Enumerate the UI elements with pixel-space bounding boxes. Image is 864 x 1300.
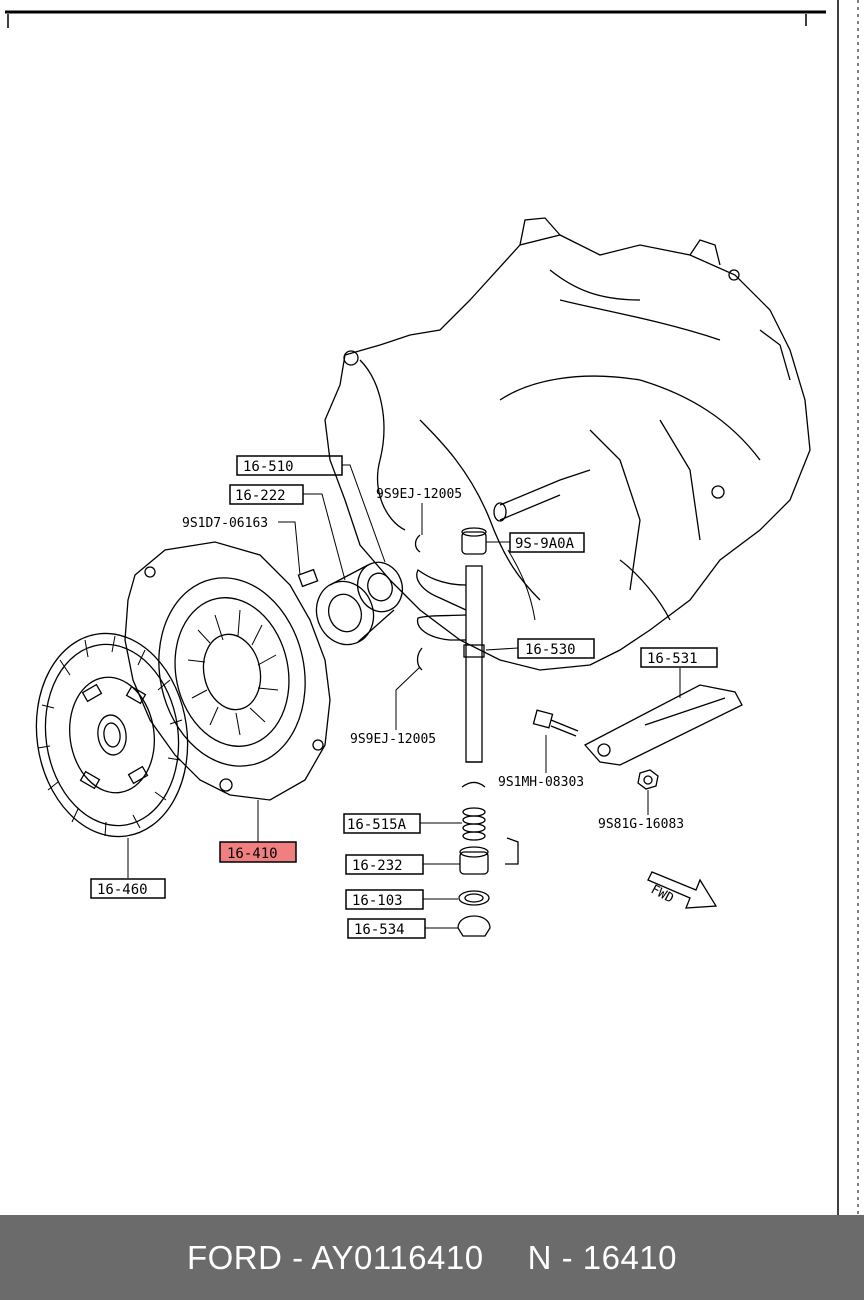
reference-number: N - 16410 [527, 1238, 678, 1276]
highlighted-part-box [219, 841, 297, 863]
clutch-exploded-diagram: FWD 16-510 16-222 9S1D7-06163 9S9 [5, 0, 859, 1215]
label-16-222: 16-222 [235, 488, 286, 504]
page-frame [5, 0, 859, 1215]
label-9s1mh-08303: 9S1MH-08303 [498, 775, 584, 790]
label-9s81g-16083: 9S81G-16083 [598, 817, 684, 832]
label-9s1d7-06163: 9S1D7-06163 [182, 516, 268, 531]
label-9s9ej-12005-bottom: 9S9EJ-12005 [350, 732, 436, 747]
label-16-460: 16-460 [97, 882, 148, 898]
label-16-530: 16-530 [525, 642, 576, 658]
label-16-534: 16-534 [354, 922, 405, 938]
fwd-arrow-label: FWD [648, 882, 676, 906]
part-number-footer: FORD - AY0116410 N - 16410 [0, 1215, 864, 1300]
shaft-lower-parts [457, 781, 519, 937]
label-16-410: 16-410 [227, 846, 278, 862]
part-label-boxes [90, 455, 718, 939]
release-bearing [297, 534, 423, 671]
leader-lines [127, 464, 681, 929]
pressure-plate [124, 541, 331, 801]
clutch-disc [35, 632, 189, 838]
label-16-515a: 16-515A [347, 817, 407, 833]
label-9s9ej-12005-top: 9S9EJ-12005 [376, 487, 462, 502]
release-fork-shaft [416, 527, 487, 763]
transmission-housing [324, 217, 811, 671]
brand-part-number: FORD - AY0116410 [186, 1238, 484, 1276]
label-16-103: 16-103 [352, 893, 403, 909]
label-16-531: 16-531 [647, 651, 698, 667]
release-lever [532, 684, 743, 790]
label-16-510: 16-510 [243, 459, 294, 475]
label-16-232: 16-232 [352, 858, 403, 874]
label-9s-9a0a: 9S-9A0A [515, 536, 575, 552]
forward-arrow [647, 871, 718, 909]
